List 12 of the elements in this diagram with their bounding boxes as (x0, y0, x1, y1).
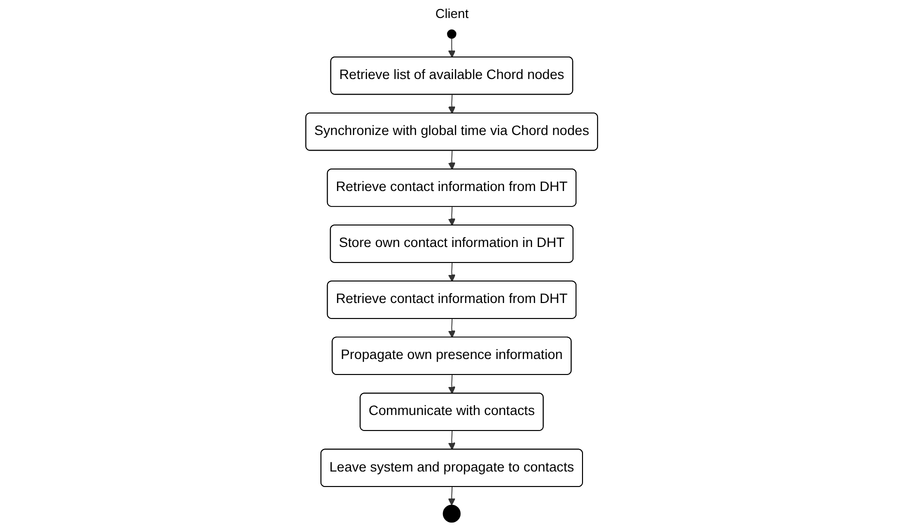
node-circle (443, 504, 461, 523)
arrow (448, 374, 456, 394)
arrow (448, 486, 456, 506)
arrow (448, 150, 456, 170)
arrow (448, 318, 456, 338)
arrow (448, 94, 456, 114)
node-circle (447, 29, 457, 39)
arrow (448, 38, 456, 58)
arrow (448, 262, 456, 282)
arrow (448, 430, 456, 450)
arrow (448, 206, 456, 226)
diagram-title: Client (435, 6, 469, 21)
